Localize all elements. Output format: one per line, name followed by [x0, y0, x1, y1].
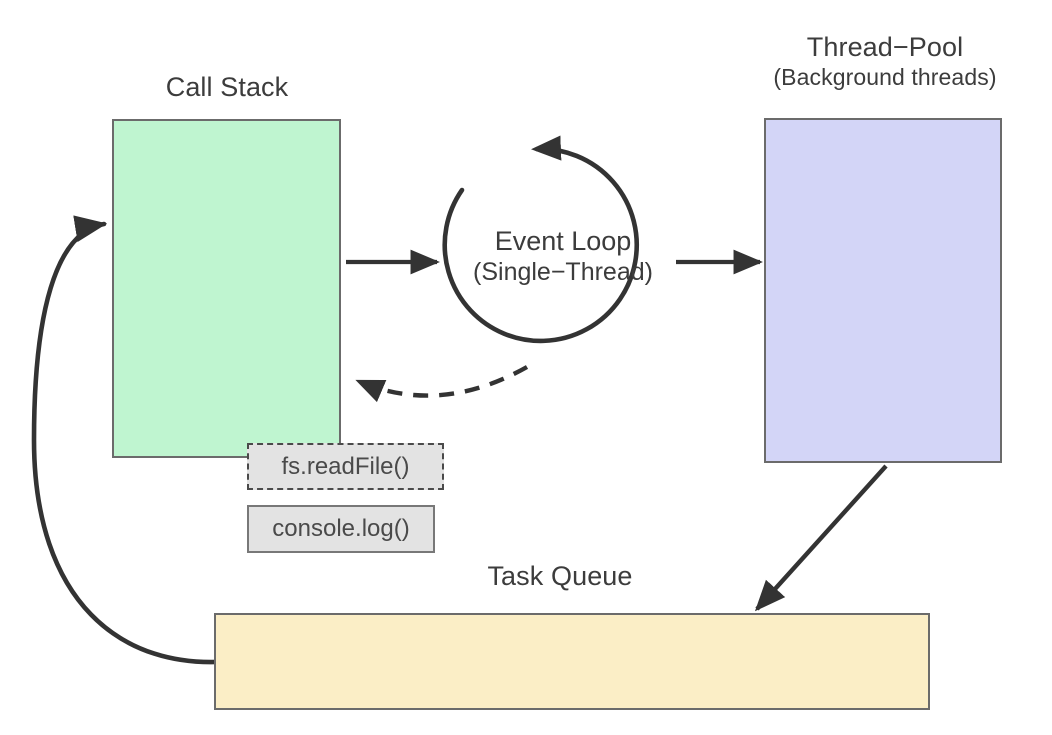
arrow-task-queue-to-call-stack	[31, 215, 236, 665]
arrow-thread-pool-to-task-queue	[754, 464, 888, 612]
thread-pool-title-main: Thread−Pool	[806, 32, 964, 62]
task-queue-title: Task Queue	[487, 561, 633, 591]
thread-pool-box: fs.readFile()	[764, 118, 1002, 463]
call-stack-box: fs.readFile() console.log()	[112, 119, 444, 553]
event-loop-label: Event Loop (Single−Thread)	[443, 225, 683, 287]
call-stack-title: Call Stack	[165, 72, 289, 102]
arrow-event-loop-to-call-stack-dashed	[355, 365, 529, 403]
thread-pool-title-sub: (Background threads)	[773, 63, 997, 90]
task-queue-box: callback	[214, 613, 930, 710]
event-loop-circular-arrow	[442, 135, 640, 344]
thread-pool-title: Thread−Pool (Background threads)	[745, 32, 1025, 91]
call-stack-frame-console-log[interactable]: console.log()	[247, 505, 435, 553]
event-loop-label-main: Event Loop	[494, 226, 632, 256]
call-stack-frame-fs-readfile[interactable]: fs.readFile()	[247, 443, 444, 490]
event-loop-label-sub: (Single−Thread)	[473, 258, 653, 287]
